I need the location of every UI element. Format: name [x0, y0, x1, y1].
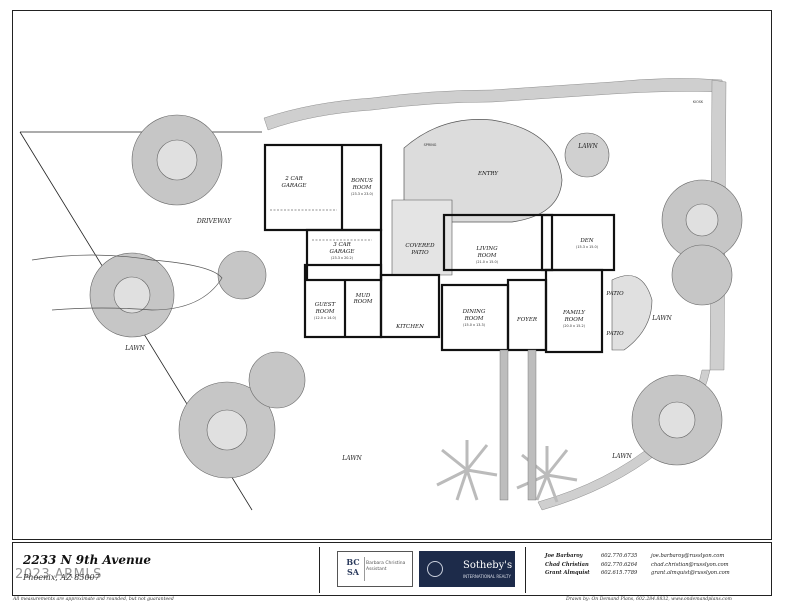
- garage-doors: [270, 209, 372, 241]
- team-logo-text: Barbara Christina Assistant: [366, 561, 406, 572]
- label-covered-patio-line2: PATIO: [410, 250, 429, 256]
- agent-name: Chad Christian: [545, 561, 589, 568]
- label-dining-room-line2: ROOM: [464, 316, 484, 322]
- agent-phone: 602.770.6735: [601, 553, 638, 559]
- agent-contact-row: Grant Almquist 602.615.7789 grant.almquist…: [545, 569, 765, 578]
- label-den: DEN: [579, 238, 593, 244]
- team-logo-mark: BC SA: [342, 557, 365, 581]
- label-bonus-room-line2: ROOM: [352, 185, 372, 191]
- drafter-credit: Drawn by: On Demand Plans, 602.284.8832,…: [566, 597, 732, 602]
- label-2-car-garage-line2: GARAGE: [282, 183, 307, 189]
- property-address: 2233 N 9th Avenue: [23, 553, 152, 567]
- label-lawn-top: LAWN: [577, 143, 598, 150]
- dim-living-room: (21.0 x 15.0): [476, 260, 499, 264]
- property-city: Phoenix, AZ 85007: [23, 573, 100, 582]
- dim-bonus-room: (23.3 x 23.0): [351, 192, 374, 196]
- room-labels: 2 CAR GARAGE BONUS ROOM (23.3 x 23.0) 3 …: [124, 100, 704, 462]
- label-bonus-room-line1: BONUS: [350, 178, 373, 184]
- label-driveway: DRIVEWAY: [196, 218, 232, 225]
- right-patios: [611, 275, 653, 351]
- mls-watermark: 2023 ARMLS: [15, 567, 102, 582]
- agent-contact-row: Joe Barbaroy 602.770.6735 joe.barbaroy@rus…: [545, 552, 765, 561]
- dim-dining-room: (15.0 x 13.3): [463, 323, 486, 327]
- label-living-room-line2: ROOM: [477, 253, 497, 259]
- entry-courtyard: [391, 119, 563, 276]
- agent-name: Grant Almquist: [545, 570, 590, 577]
- agent-phone: 602.770.6264: [601, 561, 638, 568]
- label-3-car-garage-line2: GARAGE: [330, 249, 355, 255]
- agent-email: joe.barbaroy@russlyon.com: [651, 553, 725, 559]
- agent-email: grant.almquist@russlyon.com: [651, 570, 730, 577]
- label-family-room-line2: ROOM: [564, 317, 584, 323]
- dim-family-room: (20.0 x 15.2): [563, 324, 586, 328]
- label-3-car-garage-line1: 3 CAR: [333, 242, 351, 248]
- agent-name: Joe Barbaroy: [545, 553, 583, 559]
- house-walls: [263, 143, 616, 354]
- label-lawn-bottom-right: LAWN: [611, 453, 632, 460]
- label-spring: SPRING: [424, 143, 437, 147]
- label-patio-top: PATIO: [605, 291, 624, 297]
- drawing-frame: [12, 10, 772, 540]
- label-guest-room-line2: ROOM: [315, 309, 335, 315]
- agent-email: chad.christian@russlyon.com: [651, 561, 729, 568]
- team-logo: BC SA Barbara Christina Assistant: [337, 551, 413, 587]
- dim-3-car-garage: (23.3 x 20.2): [331, 256, 354, 260]
- brokerage-logo: Sotheby's INTERNATIONAL REALTY: [419, 551, 515, 587]
- brokerage-seal-icon: [427, 561, 443, 577]
- label-covered-patio-line1: COVERED: [405, 243, 435, 249]
- dim-den: (15.3 x 15.0): [576, 245, 599, 249]
- agent-contacts: Joe Barbaroy 602.770.6735 joe.barbaroy@rus…: [545, 552, 765, 578]
- label-lawn-bottom-mid: LAWN: [341, 455, 362, 462]
- title-divider-left: [319, 547, 320, 593]
- label-kiosk: KIOSK: [693, 100, 704, 104]
- label-patio-bottom: PATIO: [605, 331, 624, 337]
- tree-canopy: [89, 114, 743, 479]
- label-kitchen: KITCHEN: [395, 324, 424, 330]
- label-mud-room-line1: MUD: [355, 293, 371, 299]
- label-lawn-left: LAWN: [124, 345, 145, 352]
- driveway: [31, 254, 223, 311]
- brokerage-brand-name: Sotheby's: [463, 560, 513, 571]
- site-plan: 2 CAR GARAGE BONUS ROOM (23.3 x 23.0) 3 …: [12, 10, 772, 540]
- agent-phone: 602.615.7789: [601, 570, 638, 577]
- label-family-room-line1: FAMILY: [562, 310, 586, 316]
- label-foyer: FOYER: [516, 317, 537, 323]
- front-walkways: [499, 349, 537, 501]
- label-lawn-right: LAWN: [651, 315, 672, 322]
- label-guest-room-line1: GUEST: [315, 302, 336, 308]
- dim-guest-room: (12.0 x 14.0): [314, 316, 337, 320]
- label-mud-room-line2: ROOM: [353, 299, 373, 305]
- title-divider-right: [525, 547, 526, 593]
- label-2-car-garage-line1: 2 CAR: [284, 176, 303, 182]
- brokerage-subtitle: INTERNATIONAL REALTY: [463, 574, 511, 579]
- agent-contact-row: Chad Christian 602.770.6264 chad.christian…: [545, 561, 765, 570]
- label-living-room-line1: LIVING: [475, 246, 498, 252]
- title-block: 2233 N 9th Avenue Phoenix, AZ 85007 2023…: [12, 542, 772, 596]
- measurement-disclaimer: All measurements are approximate and rou…: [13, 597, 174, 602]
- label-dining-room-line1: DINING: [462, 309, 486, 315]
- label-entry: ENTRY: [477, 171, 499, 177]
